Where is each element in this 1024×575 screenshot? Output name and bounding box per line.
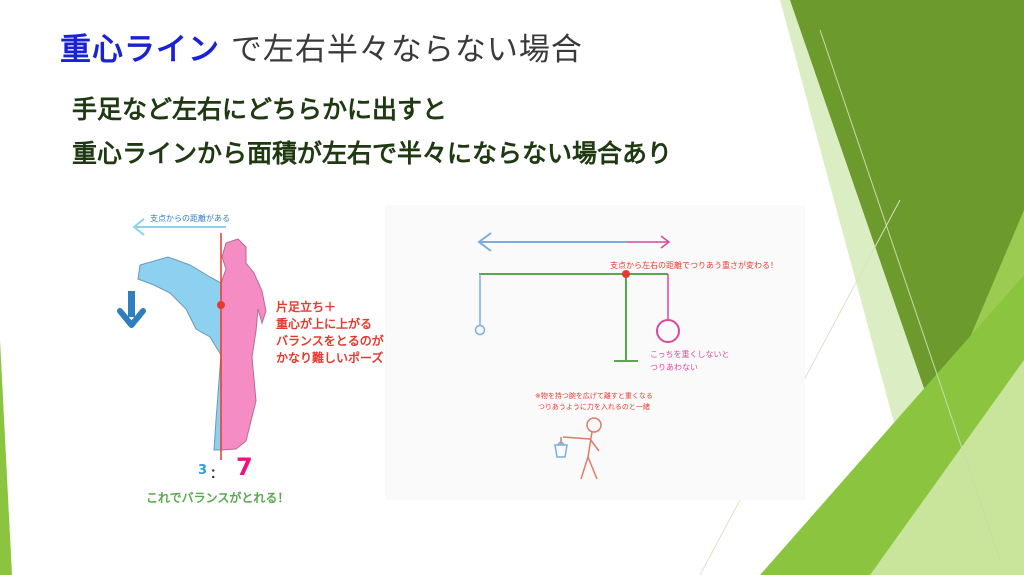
deco-triangle-dark — [790, 0, 1024, 420]
pose-caption-line: 重心が上に上がる — [276, 317, 373, 331]
distance-label: 支点からの距離がある — [150, 214, 230, 223]
scale-illustration — [474, 232, 680, 480]
scale-top-label: 支点から左右の距離でつりあう重さが変わる！ — [610, 261, 778, 270]
fulcrum-dot — [622, 270, 630, 278]
heavy-weight — [656, 319, 680, 343]
pose-caption-line: バランスをとるのが — [276, 334, 384, 348]
ratio-left-value: 3 — [198, 463, 208, 478]
stick-person-icon — [560, 417, 602, 480]
arm-note-line: ※物を持つ腕を広げて離すと重くなる — [535, 392, 653, 400]
pose-caption: 片足立ち＋ 重心が上に上がる バランスをとるのが かなり難しいポーズ — [276, 299, 384, 367]
slide-title: 重心ライン で左右半々ならない場合 — [60, 24, 583, 69]
balance-pose-figure: 支点からの距離がある 片足立ち＋ 重心が上に上がる バランスをとるのが かなり難… — [110, 205, 400, 515]
bullet-line-1: 手足など左右にどちらかに出すと — [72, 95, 448, 124]
heavy-side-label: こっちを重くしないと つりあわない — [650, 348, 729, 374]
balance-caption: これでバランスがとれる！ — [146, 491, 290, 505]
heavy-side-label-line: こっちを重くしないと — [650, 350, 730, 359]
heavy-side-label-line: つりあわない — [650, 363, 698, 372]
center-of-gravity-dot — [217, 301, 225, 309]
ratio-colon: ： — [210, 467, 224, 482]
left-green-sliver — [0, 340, 12, 575]
deco-triangle-lower-pale — [870, 360, 1024, 575]
ratio-right-value: 7 — [236, 453, 253, 481]
title-rest: で左右半々ならない場合 — [230, 32, 583, 68]
down-arrow-icon — [117, 291, 146, 328]
right-distance-arrow-head — [660, 235, 671, 249]
arm-note-line: つりあうように力を入れるのと一緒 — [537, 403, 650, 411]
deco-line — [819, 29, 1001, 561]
pose-caption-line: かなり難しいポーズ — [276, 351, 384, 365]
pose-caption-line: 片足立ち＋ — [276, 300, 337, 314]
shopping-bag-icon — [554, 441, 568, 458]
pose-pink-half — [220, 238, 267, 451]
light-weight — [474, 324, 486, 336]
distance-arrow-head — [132, 218, 145, 236]
balance-scale-figure: 支点から左右の距離でつりあう重さが変わる！ こっちを重くしないと つりあわない … — [385, 205, 805, 500]
arm-note: ※物を持つ腕を広げて離すと重くなる つりあうように力を入れるのと一緒 — [535, 391, 653, 413]
bullet-line-2: 重心ラインから面積が左右で半々にならない場合あり — [72, 139, 673, 168]
pose-illustration — [117, 218, 267, 460]
pose-blue-half — [137, 256, 222, 451]
title-highlight: 重心ライン — [60, 32, 220, 68]
left-distance-arrow-head — [477, 232, 492, 252]
